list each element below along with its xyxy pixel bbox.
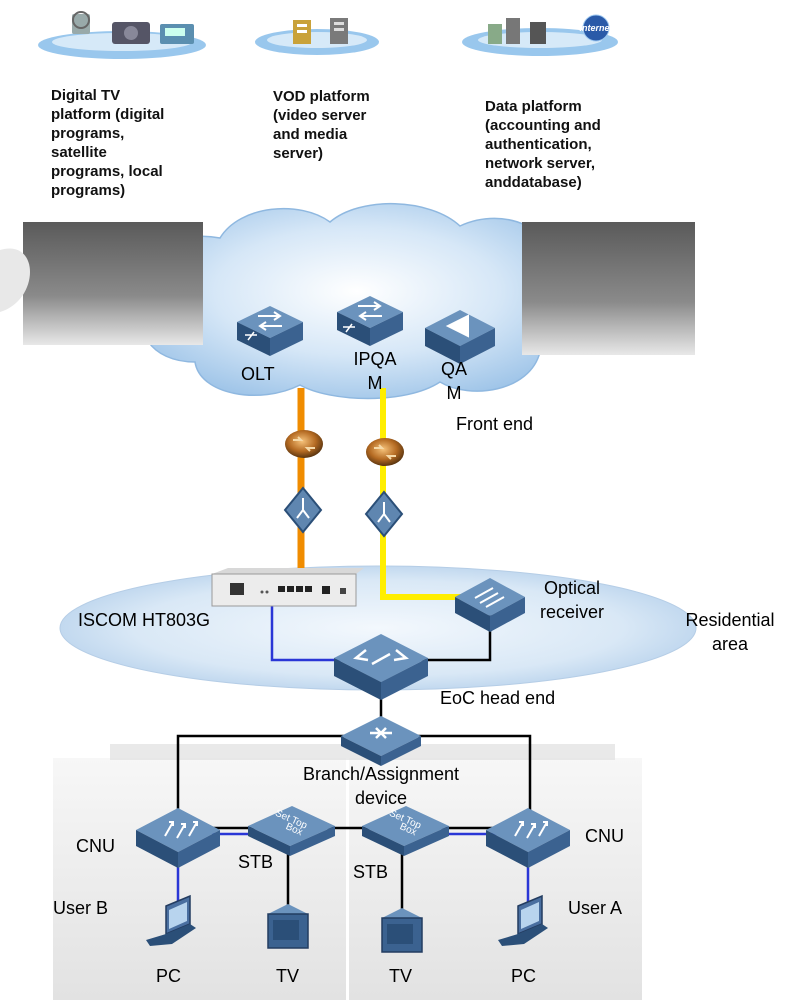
qam-device-icon [425,310,495,364]
orange-link-repeater-icon [285,430,323,458]
yellow-link-repeater-icon [366,438,404,466]
digital-tv-platform-label: Digital TV platform (digital programs, s… [51,87,165,199]
branch-assignment-device-icon [341,716,421,766]
olt-label: OLT [241,364,275,384]
pc-right-label: PC [511,966,537,986]
eoc-head-end-label: EoC head end [440,688,556,708]
left-decoration [0,248,30,312]
data-platform-label: Data platform (accounting and authentica… [485,98,601,191]
front-end-label: Front end [456,414,534,434]
cnu-left-label: CNU [76,836,115,856]
cnu-right-label: CNU [585,826,624,846]
user-b-area [53,758,346,1000]
qam-label: QA M [440,359,467,403]
eoc-head-end-device-icon [334,634,428,700]
data-platform-icon: Internet [462,14,618,56]
cnu-right-device-icon [486,808,570,868]
left-grey-box [23,222,203,345]
digital-tv-platform-icon [38,11,206,59]
iscom-ht803g-label: ISCOM HT803G [78,610,211,630]
tv-left-icon [267,904,309,949]
vod-platform-label: VOD platform (video server and media ser… [273,88,370,162]
optical-receiver-device-icon [455,578,525,632]
right-grey-box [522,222,695,355]
tv-right-icon [381,908,423,953]
branch-assignment-label: Branch/Assignment device [302,764,460,808]
olt-device-icon [237,306,303,356]
pc-left-laptop-icon [146,894,196,946]
optical-receiver-label: Optical receiver [539,578,605,622]
stb-left-label: STB [238,852,274,872]
ipqam-device-icon [337,296,403,346]
pc-right-laptop-icon [498,894,548,946]
iscom-ht803g-device-icon [211,568,364,607]
orange-link-splitter-icon [283,486,323,534]
stb-right-label: STB [353,862,389,882]
user-b-label: User B [53,898,109,918]
vod-platform-icon [255,18,379,55]
user-a-label: User A [568,898,623,918]
internet-badge-text: Internet [579,23,613,33]
tv-left-label: TV [276,966,300,986]
cnu-left-device-icon [136,808,220,868]
pc-left-label: PC [156,966,182,986]
ipqam-label: IPQA M [353,349,397,393]
residential-area-label: Residential area [685,610,775,654]
stb-right-device-icon: Set Top Box [362,806,449,856]
yellow-link-splitter-icon [364,490,404,538]
stb-left-device-icon: Set Top Box [248,806,335,856]
tv-right-label: TV [389,966,413,986]
user-a-area [349,758,642,1000]
